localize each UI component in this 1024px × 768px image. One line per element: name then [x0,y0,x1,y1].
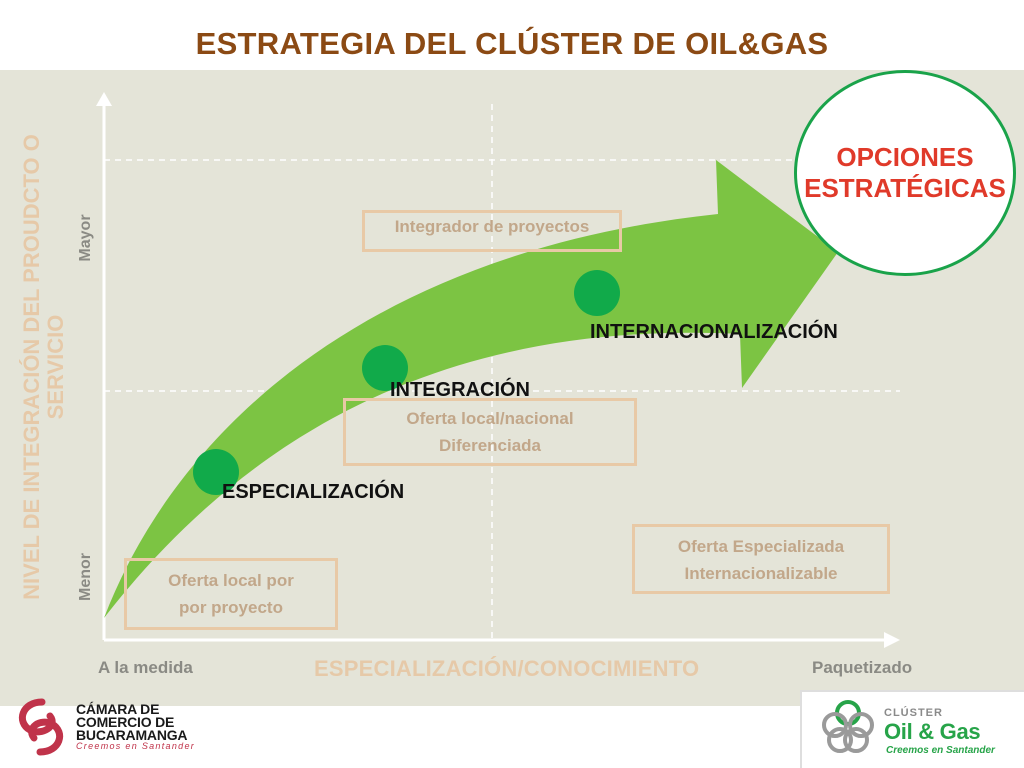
x-axis-arrowhead [884,632,900,648]
quadrant-text: Integrador de proyectos [394,217,590,236]
options-line2: ESTRATÉGICAS [804,173,1006,203]
quadrant-box-oferta-local-nacional: Oferta local/nacional Diferenciada [343,398,637,466]
stage-label-integracion: INTEGRACIÓN [390,379,530,401]
quadrant-text: por proyecto [179,598,283,617]
options-line1: OPCIONES [836,142,974,172]
camara-comercio-name: CÁMARA DE COMERCIO DE BUCARAMANGA [76,701,188,743]
strategic-options-circle: OPCIONES ESTRATÉGICAS [794,70,1016,276]
x-axis-left-label: A la medida [98,658,193,677]
quadrant-text: Oferta local/nacional [406,409,574,428]
y-axis-low-label: Menor [77,553,94,601]
ccb-line: COMERCIO DE [76,714,175,730]
cluster-logo-tagline: Creemos en Santander [886,745,995,756]
x-axis-title: ESPECIALIZACIÓN/CONOCIMIENTO [314,656,700,681]
stage-dot-especializacion [193,449,239,495]
quadrant-box-oferta-especializada: Oferta Especializada Internacionalizable [632,524,890,594]
quadrant-text: Oferta local por [168,571,294,590]
camara-comercio-tagline: Creemos en Santander [76,741,196,751]
y-axis-arrowhead [96,92,112,106]
camara-comercio-logo-icon [18,698,64,756]
y-axis-title: NIVEL DE INTEGRACIÓN DEL PROUDCTO O SERV… [19,134,68,600]
cluster-flower-icon [822,700,874,753]
quadrant-text: Internacionalizable [684,564,838,583]
quadrant-text: Diferenciada [438,436,542,455]
stage-label-internacionalizacion: INTERNACIONALIZACIÓN [590,321,838,343]
stage-label-especializacion: ESPECIALIZACIÓN [222,481,405,503]
y-axis-high-label: Mayor [77,214,94,262]
quadrant-box-oferta-local-proyecto: Oferta local por por proyecto [124,558,338,630]
growth-arrow [104,160,838,618]
quadrant-text: Oferta Especializada [677,537,845,556]
cluster-logo-name: Oil & Gas [884,719,981,744]
stage-dot-integracion [362,345,408,391]
ccb-line: BUCARAMANGA [76,727,188,743]
page-title: ESTRATEGIA DEL CLÚSTER DE OIL&GAS [195,26,829,61]
cluster-logo-small-text: CLÚSTER [884,707,943,719]
x-axis-right-label: Paquetizado [812,658,913,677]
stage-dot-internacionalizacion [574,270,620,316]
ccb-line: CÁMARA DE [76,701,160,717]
quadrant-box-integrador: Integrador de proyectos [362,210,622,252]
